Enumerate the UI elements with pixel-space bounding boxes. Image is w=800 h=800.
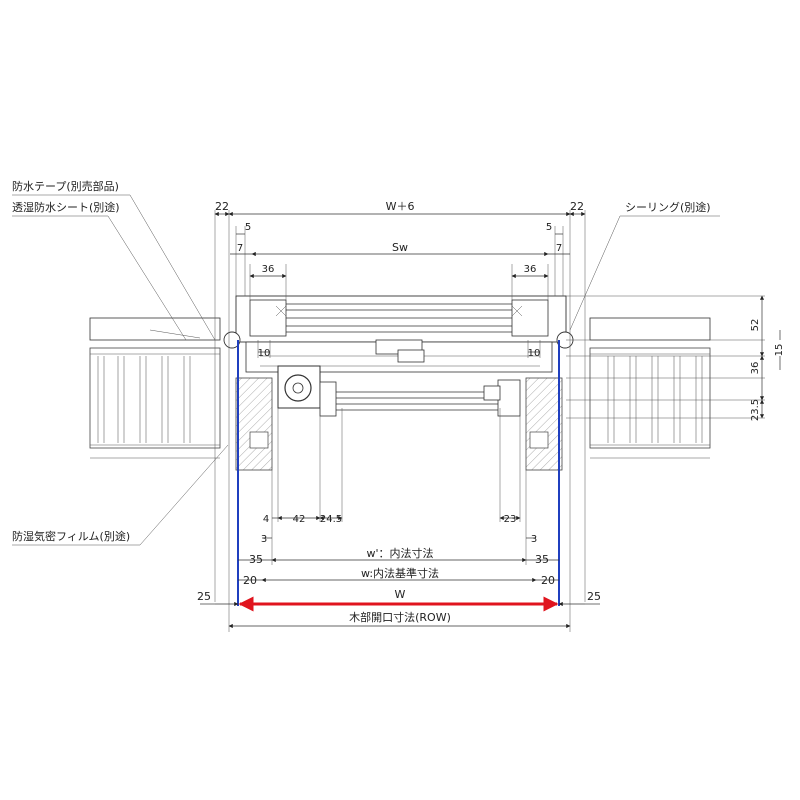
dim-top-left-22: 22 — [215, 200, 229, 213]
label-moisture-sheet: 透湿防水シート(別途) — [12, 200, 120, 214]
dim-b3-right: 3 — [531, 534, 537, 545]
inner-face-lines — [237, 340, 560, 606]
seal-left — [223, 331, 241, 349]
bottom-dimensions — [200, 515, 600, 629]
dim-right-5: 5 — [546, 222, 552, 233]
dim-b25-left: 25 — [197, 590, 211, 603]
right-wall — [589, 317, 711, 459]
dim-right-7: 7 — [556, 243, 562, 254]
dim-b20-left: 20 — [243, 574, 257, 587]
shade-mechanism — [277, 365, 521, 417]
extension-lines — [214, 210, 765, 632]
wood-jamb-right — [525, 377, 563, 471]
dim-b3-left: 3 — [261, 534, 267, 545]
dim-sw: Sw — [392, 241, 408, 254]
dim-right-10: 10 — [528, 348, 541, 359]
dim-top-right-22: 22 — [570, 200, 584, 213]
window-frame — [223, 295, 574, 373]
dim-big-w: W — [395, 588, 406, 601]
dim-v23-5: 23.5 — [750, 399, 761, 421]
dim-v15: 15 — [774, 344, 785, 357]
dim-b35-right: 35 — [535, 553, 549, 566]
dim-inner-w-base: w:内法基準寸法 — [361, 566, 439, 580]
right-vertical-dimensions — [759, 295, 781, 419]
dim-b35-left: 35 — [249, 553, 263, 566]
label-vapor-film: 防湿気密フィルム(別途) — [12, 529, 130, 543]
dim-b42: 42 — [293, 514, 306, 525]
dim-b25-right: 25 — [587, 590, 601, 603]
label-sealing: シーリング(別途) — [625, 200, 711, 214]
dim-right-36: 36 — [524, 264, 537, 275]
callout-leaders — [12, 194, 720, 546]
dim-left-7: 7 — [237, 243, 243, 254]
dim-left-5: 5 — [245, 222, 251, 233]
dim-inner-w-prime: w'：内法寸法 — [366, 546, 433, 560]
dim-v36: 36 — [750, 362, 761, 375]
dim-row: 木部開口寸法(ROW) — [349, 610, 451, 624]
dim-b23: 23 — [504, 514, 517, 525]
label-waterproof-tape: 防水テープ(別売部品) — [12, 179, 119, 193]
left-wall — [89, 317, 221, 459]
dim-left-10: 10 — [258, 348, 271, 359]
top-dimensions — [214, 211, 586, 353]
dim-b4: 4 — [263, 514, 269, 525]
dim-top-w6: W＋6 — [386, 200, 415, 213]
dim-v52: 52 — [750, 319, 761, 332]
dim-b20-right: 20 — [541, 574, 555, 587]
dim-left-36: 36 — [262, 264, 275, 275]
wood-jamb-left — [235, 377, 273, 471]
dim-b24-5: 24.5 — [320, 514, 342, 525]
